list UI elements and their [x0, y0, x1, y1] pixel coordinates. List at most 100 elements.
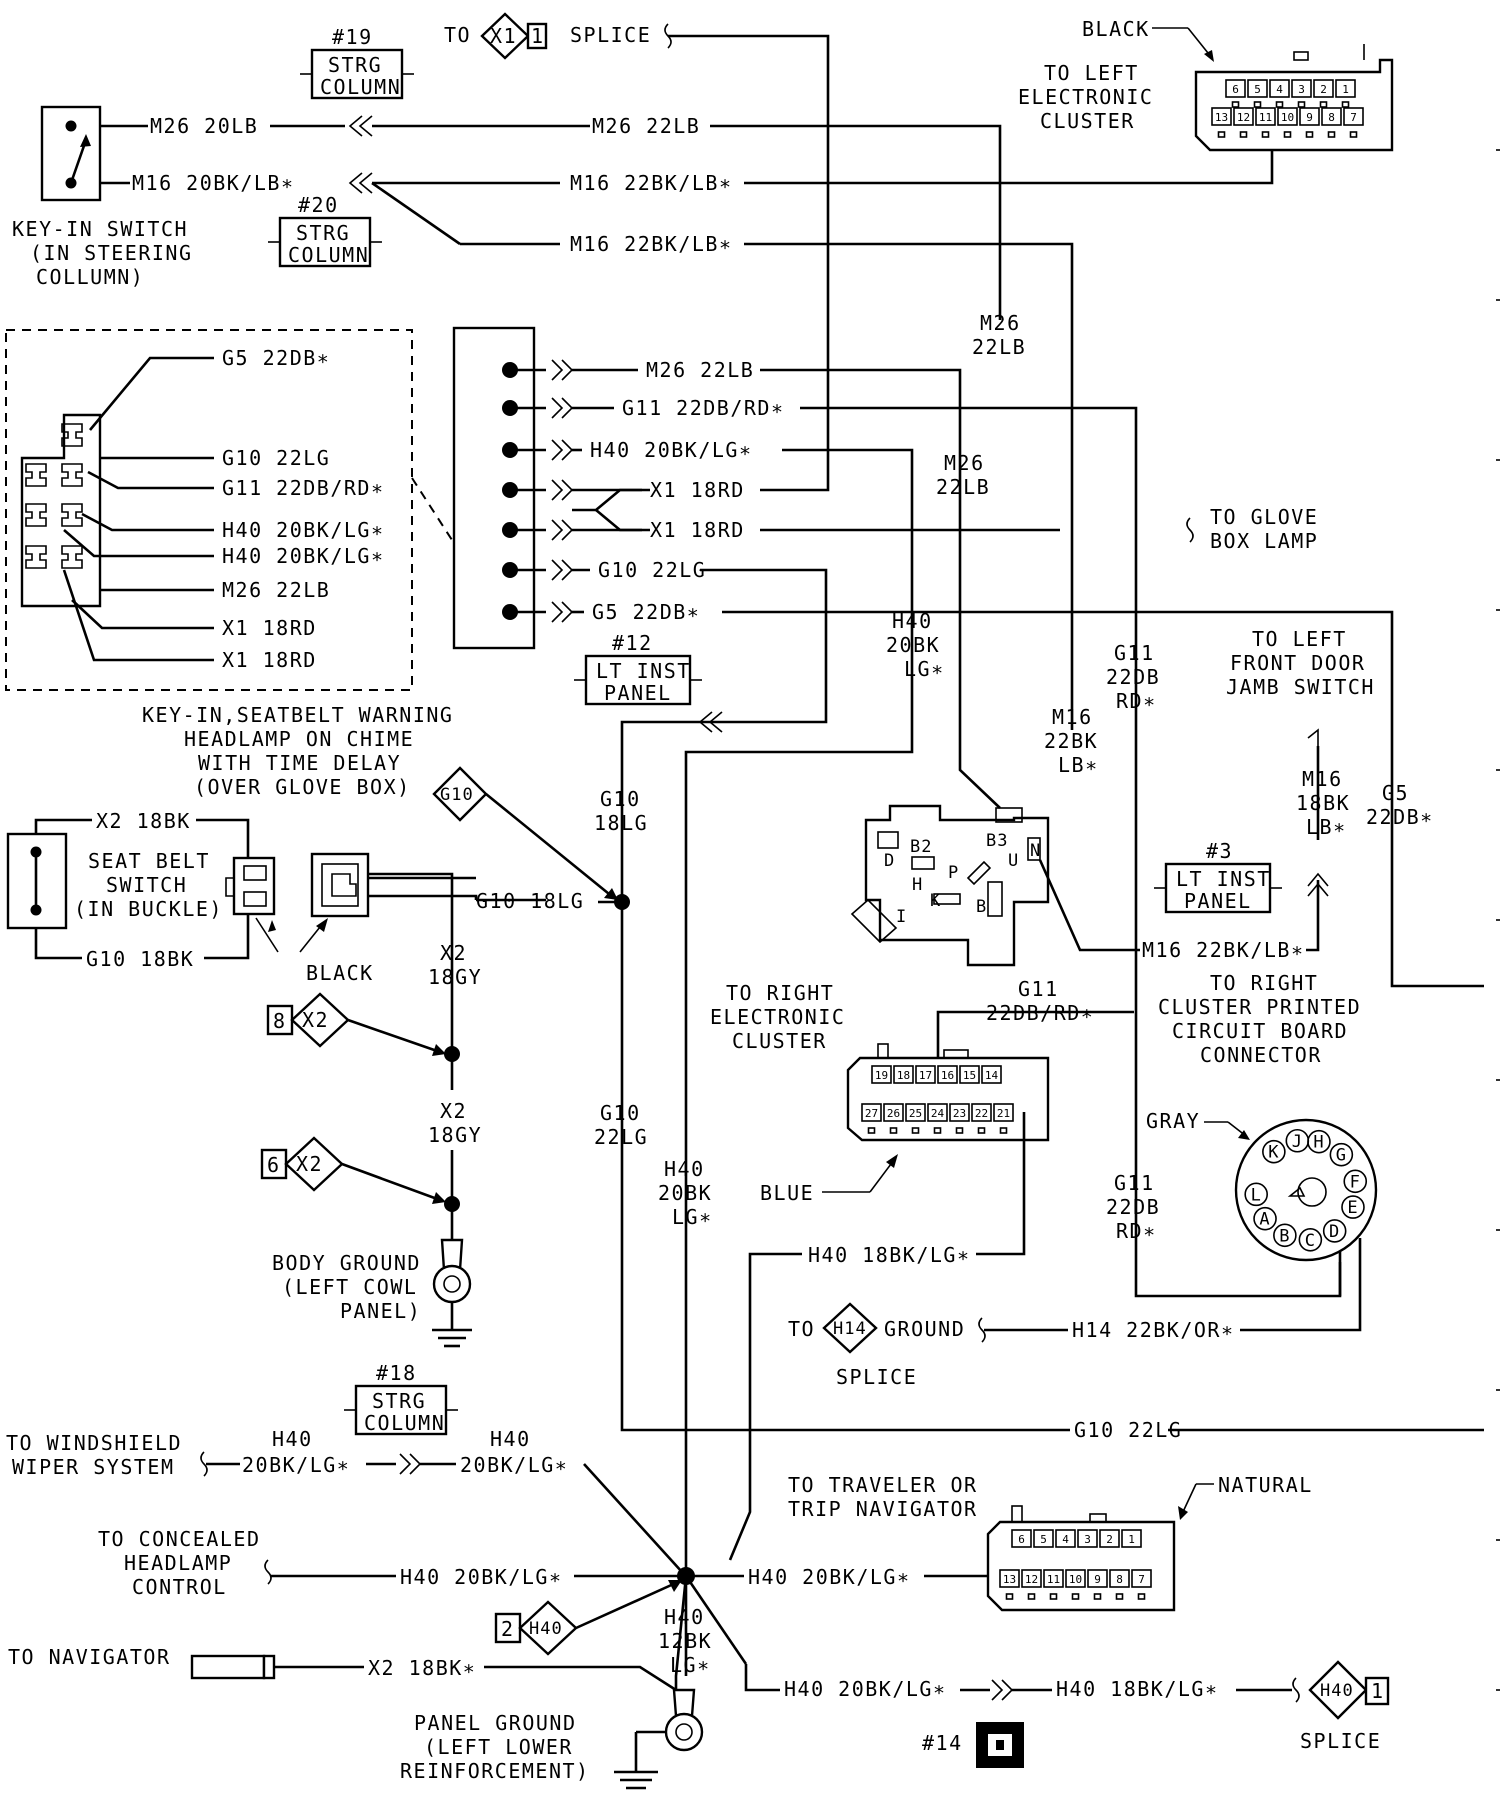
left-cluster-pin: 1 — [1342, 83, 1349, 96]
body-ground-icon — [432, 1238, 472, 1348]
chime-wire-label: G10 22LG — [598, 558, 706, 582]
right-cluster-pin: 17 — [919, 1069, 932, 1082]
g11-vert-b-1: G11 — [1114, 1171, 1155, 1195]
left-cluster-pin: 3 — [1298, 83, 1305, 96]
h40-2-id: H40 — [529, 1619, 563, 1639]
left-cluster-label-1: TO LEFT — [1044, 61, 1139, 85]
wiper-label-2: WIPER SYSTEM — [12, 1455, 175, 1479]
left-cluster-pin: 10 — [1281, 111, 1294, 124]
strg20-line1: STRG — [296, 221, 350, 245]
strg18-line2: COLUMN — [364, 1411, 445, 1435]
right-cluster-pin: 24 — [931, 1107, 945, 1120]
g10-vert-b-1: G10 — [600, 1101, 641, 1125]
round-connector-pin: C — [1305, 1231, 1316, 1251]
panel-ground-label-1: PANEL GROUND — [414, 1711, 577, 1735]
g11-vert-a-1: G11 — [1114, 641, 1155, 665]
inset-wire-label: G11 22DB/RD∗ — [222, 476, 385, 500]
wire-x2-18bk: X2 18BK — [96, 809, 191, 833]
left-cluster-pin: 11 — [1259, 111, 1272, 124]
key-in-switch-label-2: (IN STEERING — [30, 241, 193, 265]
to-x1-splice: SPLICE — [570, 23, 651, 47]
h40-vert-a-1: H40 — [892, 609, 933, 633]
door-jamb-label-3: JAMB SWITCH — [1226, 675, 1375, 699]
chime-title-3: WITH TIME DELAY — [198, 751, 401, 775]
navigator-label: TO NAVIGATOR — [8, 1645, 171, 1669]
chime-wire-label: G11 22DB/RD∗ — [622, 396, 785, 420]
g11-vert-a-2: 22DB — [1106, 665, 1160, 689]
round-connector-pin: E — [1347, 1198, 1358, 1218]
traveler-pin: 13 — [1003, 1573, 1016, 1586]
body-ground-label-3: PANEL) — [340, 1299, 421, 1323]
h40-wiper-1-l2: 20BK/LG∗ — [242, 1453, 350, 1477]
g10-vert-b-2: 22LG — [594, 1125, 648, 1149]
chime-wire-label: G5 22DB∗ — [592, 600, 700, 624]
plug-n: N — [1030, 841, 1041, 861]
inset-wire-label: H40 20BK/LG∗ — [222, 544, 385, 568]
splice-h40-label: SPLICE — [1300, 1729, 1381, 1753]
pcb-label-1: TO RIGHT — [1210, 971, 1318, 995]
page-edge-ticks — [1496, 149, 1500, 1691]
traveler-pin: 3 — [1084, 1533, 1091, 1546]
ref-14-icon — [976, 1722, 1024, 1768]
right-cluster-pin: 21 — [997, 1107, 1010, 1120]
door-jamb-label-1: TO LEFT — [1252, 627, 1347, 651]
round-connector-pin: G — [1336, 1146, 1347, 1166]
plug-i: I — [896, 907, 907, 927]
body-ground-label-1: BODY GROUND — [272, 1251, 421, 1275]
pcb-label-3: CIRCUIT BOARD — [1172, 1019, 1348, 1043]
round-connector-pin: K — [1268, 1143, 1279, 1163]
door-jamb-label-2: FRONT DOOR — [1230, 651, 1365, 675]
headlamp-label-1: TO CONCEALED — [98, 1527, 261, 1551]
chime-title-2: HEADLAMP ON CHIME — [184, 727, 414, 751]
left-cluster-pin: 6 — [1232, 83, 1239, 96]
h14-diamond: H14 — [833, 1319, 867, 1339]
plug-k: K — [930, 891, 941, 911]
traveler-pin: 4 — [1062, 1533, 1069, 1546]
right-cluster-pin: 18 — [897, 1069, 910, 1082]
chime-wire-label: H40 20BK/LG∗ — [590, 438, 753, 462]
plug-b3: B3 — [986, 831, 1008, 851]
m16-vert-a-1: M16 — [1052, 705, 1093, 729]
seat-belt-connector-a — [225, 856, 276, 916]
inset-wire-label: X1 18RD — [222, 648, 317, 672]
h40-12bk-l2: 12BK — [658, 1629, 712, 1653]
chime-inset-frame — [5, 329, 413, 691]
round-connector-pin: B — [1279, 1226, 1290, 1246]
h40-vert-a-3: LG∗ — [904, 657, 945, 681]
plug-p: P — [948, 863, 959, 883]
left-cluster-label-3: CLUSTER — [1040, 109, 1135, 133]
traveler-pin: 5 — [1040, 1533, 1047, 1546]
left-cluster-pin: 8 — [1328, 111, 1335, 124]
h40-12bk-l1: H40 — [664, 1605, 705, 1629]
chime-title-4: (OVER GLOVE BOX) — [194, 775, 411, 799]
h40-wiper-2-l1: H40 — [490, 1427, 531, 1451]
splice-h40-pin: 1 — [1371, 1679, 1385, 1703]
strg20-number: #20 — [298, 193, 339, 217]
h40-18bklg-center: H40 18BK/LG∗ — [808, 1243, 971, 1267]
traveler-pin: 1 — [1128, 1533, 1135, 1546]
left-cluster-pin: 12 — [1237, 111, 1250, 124]
m26-vert-b-2: 22LB — [936, 475, 990, 499]
seat-belt-connector-b — [310, 852, 370, 918]
round-connector-pin: L — [1251, 1185, 1262, 1205]
traveler-pin: 12 — [1025, 1573, 1038, 1586]
lt3-number: #3 — [1206, 839, 1233, 863]
g5-vert-2: 22DB∗ — [1366, 805, 1434, 829]
left-cluster-pin: 5 — [1254, 83, 1261, 96]
black-label: BLACK — [1082, 17, 1150, 41]
headlamp-label-3: CONTROL — [132, 1575, 227, 1599]
chime-title-1: KEY-IN,SEATBELT WARNING — [142, 703, 453, 727]
key-in-switch-label-1: KEY-IN SWITCH — [12, 217, 188, 241]
chime-inset-cavities — [25, 423, 83, 569]
strg19-line1: STRG — [328, 53, 382, 77]
traveler-pin: 7 — [1138, 1573, 1145, 1586]
navigator-plug — [190, 1654, 266, 1680]
gray-label: GRAY — [1146, 1109, 1200, 1133]
wire-m26-22lb-top: M26 22LB — [592, 114, 700, 138]
h40-vert-b-1: H40 — [664, 1157, 705, 1181]
lt3-line2: PANEL — [1184, 889, 1252, 913]
traveler-pin: 6 — [1018, 1533, 1025, 1546]
